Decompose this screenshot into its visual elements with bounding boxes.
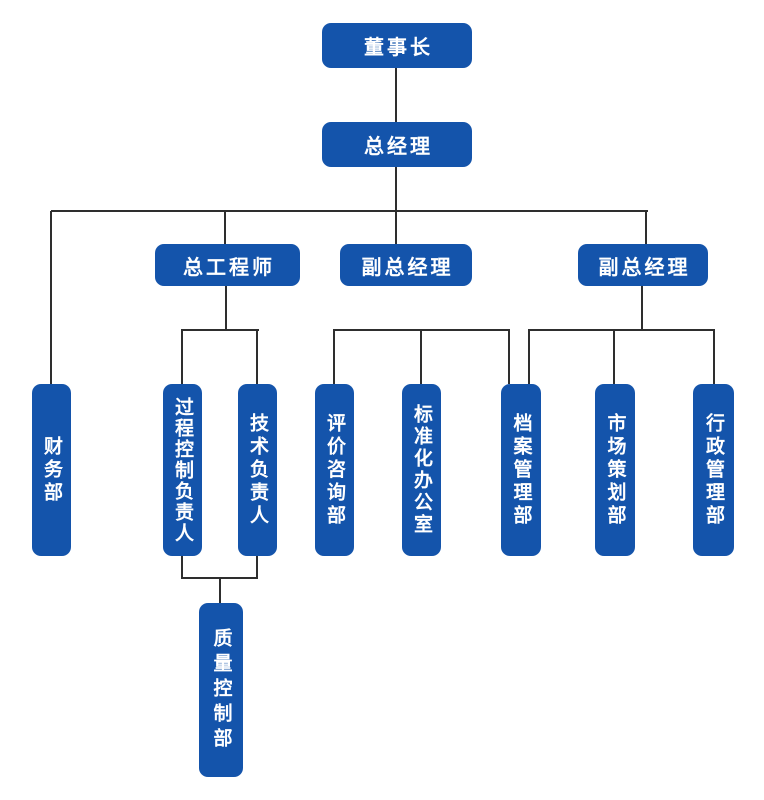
- node-standardization-office: 标准化办公室: [402, 384, 441, 556]
- edge-to-finance-dept: [50, 211, 52, 384]
- node-chairman: 董事长: [322, 23, 472, 68]
- node-process-control-lead: 过程控制负责人: [163, 384, 202, 556]
- edge-to-evaluation-dept: [333, 330, 335, 384]
- edge-to-archives-right: [528, 330, 530, 384]
- edge-to-standardization: [420, 330, 422, 384]
- node-technical-lead: 技术负责人: [238, 384, 277, 556]
- edge-chief-engineer-bus: [181, 329, 259, 331]
- edge-gm-deputy-gm-1: [395, 167, 397, 244]
- edge-to-administration: [713, 330, 715, 384]
- edge-technical-lead-down: [256, 556, 258, 579]
- node-market-planning-dept: 市场策划部: [595, 384, 635, 556]
- edge-to-quality-control: [219, 578, 221, 603]
- edge-to-chief-engineer: [224, 211, 226, 244]
- node-evaluation-consulting-dept: 评价咨询部: [315, 384, 354, 556]
- edge-chief-engineer-riser: [225, 286, 227, 330]
- edge-deputy-gm-2-bus: [528, 329, 715, 331]
- edge-to-technical-lead: [256, 330, 258, 384]
- node-deputy-gm-1: 副总经理: [340, 244, 472, 286]
- edge-gm-children-bus: [51, 210, 648, 212]
- edge-to-archives-left: [508, 330, 510, 384]
- edge-chairman-gm: [395, 68, 397, 122]
- node-quality-control-dept: 质量控制部: [199, 603, 243, 777]
- edge-to-market-planning: [613, 330, 615, 384]
- node-chief-engineer: 总工程师: [155, 244, 300, 286]
- node-finance-dept: 财务部: [32, 384, 71, 556]
- node-archives-management-dept: 档案管理部: [501, 384, 541, 556]
- node-administration-dept: 行政管理部: [693, 384, 734, 556]
- edge-to-process-control: [181, 330, 183, 384]
- edge-to-deputy-gm-2: [645, 211, 647, 244]
- edge-process-control-down: [181, 556, 183, 579]
- edge-deputy-gm-2-riser: [641, 286, 643, 330]
- node-general-manager: 总经理: [322, 122, 472, 167]
- node-deputy-gm-2: 副总经理: [578, 244, 708, 286]
